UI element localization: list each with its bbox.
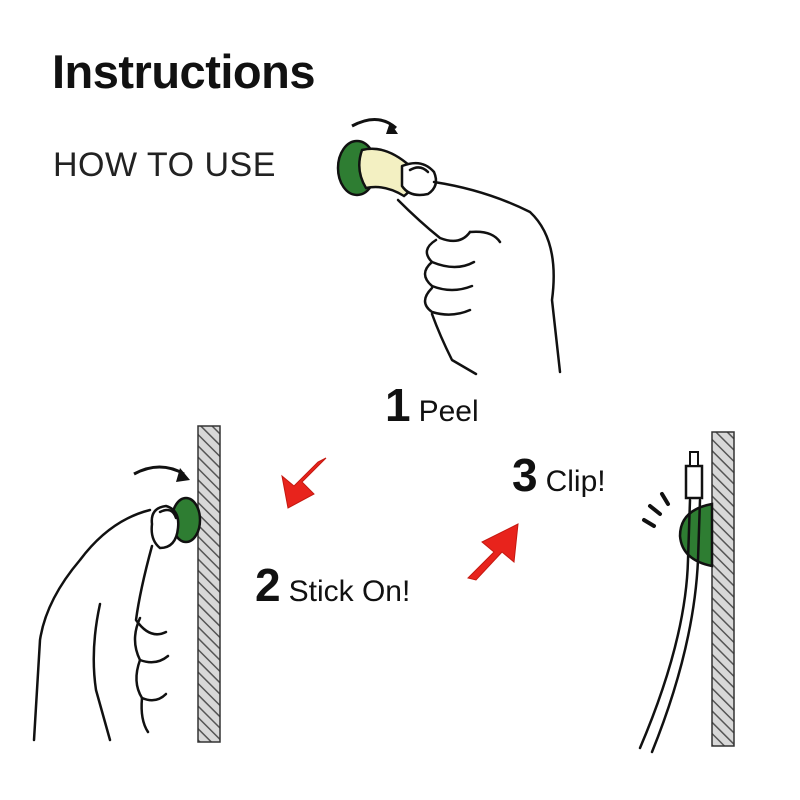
usb-plug <box>684 464 704 500</box>
step-3-number: 3 <box>512 449 538 501</box>
step-3-label: Clip! <box>545 465 606 498</box>
red-arrow-to-step2-icon <box>281 457 327 509</box>
wall-left <box>197 425 221 743</box>
adhesive-pad <box>358 147 415 198</box>
step-1-label: Peel <box>418 395 479 428</box>
rotate-arrow-icon <box>351 118 397 130</box>
green-clip <box>678 502 714 568</box>
peel-illustration <box>336 118 562 376</box>
step-1-number: 1 <box>385 379 411 431</box>
how-to-use-subtitle: HOW TO USE <box>53 146 276 184</box>
instructions-title: Instructions <box>52 45 315 98</box>
clip-illustration <box>638 431 735 754</box>
snap-marks-icon <box>642 492 670 528</box>
step-2-number: 2 <box>255 559 281 611</box>
stick-on-illustration <box>32 425 221 743</box>
red-arrow-to-step3-icon <box>467 523 519 581</box>
wall-right <box>711 431 735 747</box>
step-2-label: Stick On! <box>288 575 411 608</box>
stick-hand <box>32 504 180 742</box>
cable <box>638 498 702 754</box>
press-arrow-icon <box>133 465 185 476</box>
peel-hand <box>396 161 562 376</box>
